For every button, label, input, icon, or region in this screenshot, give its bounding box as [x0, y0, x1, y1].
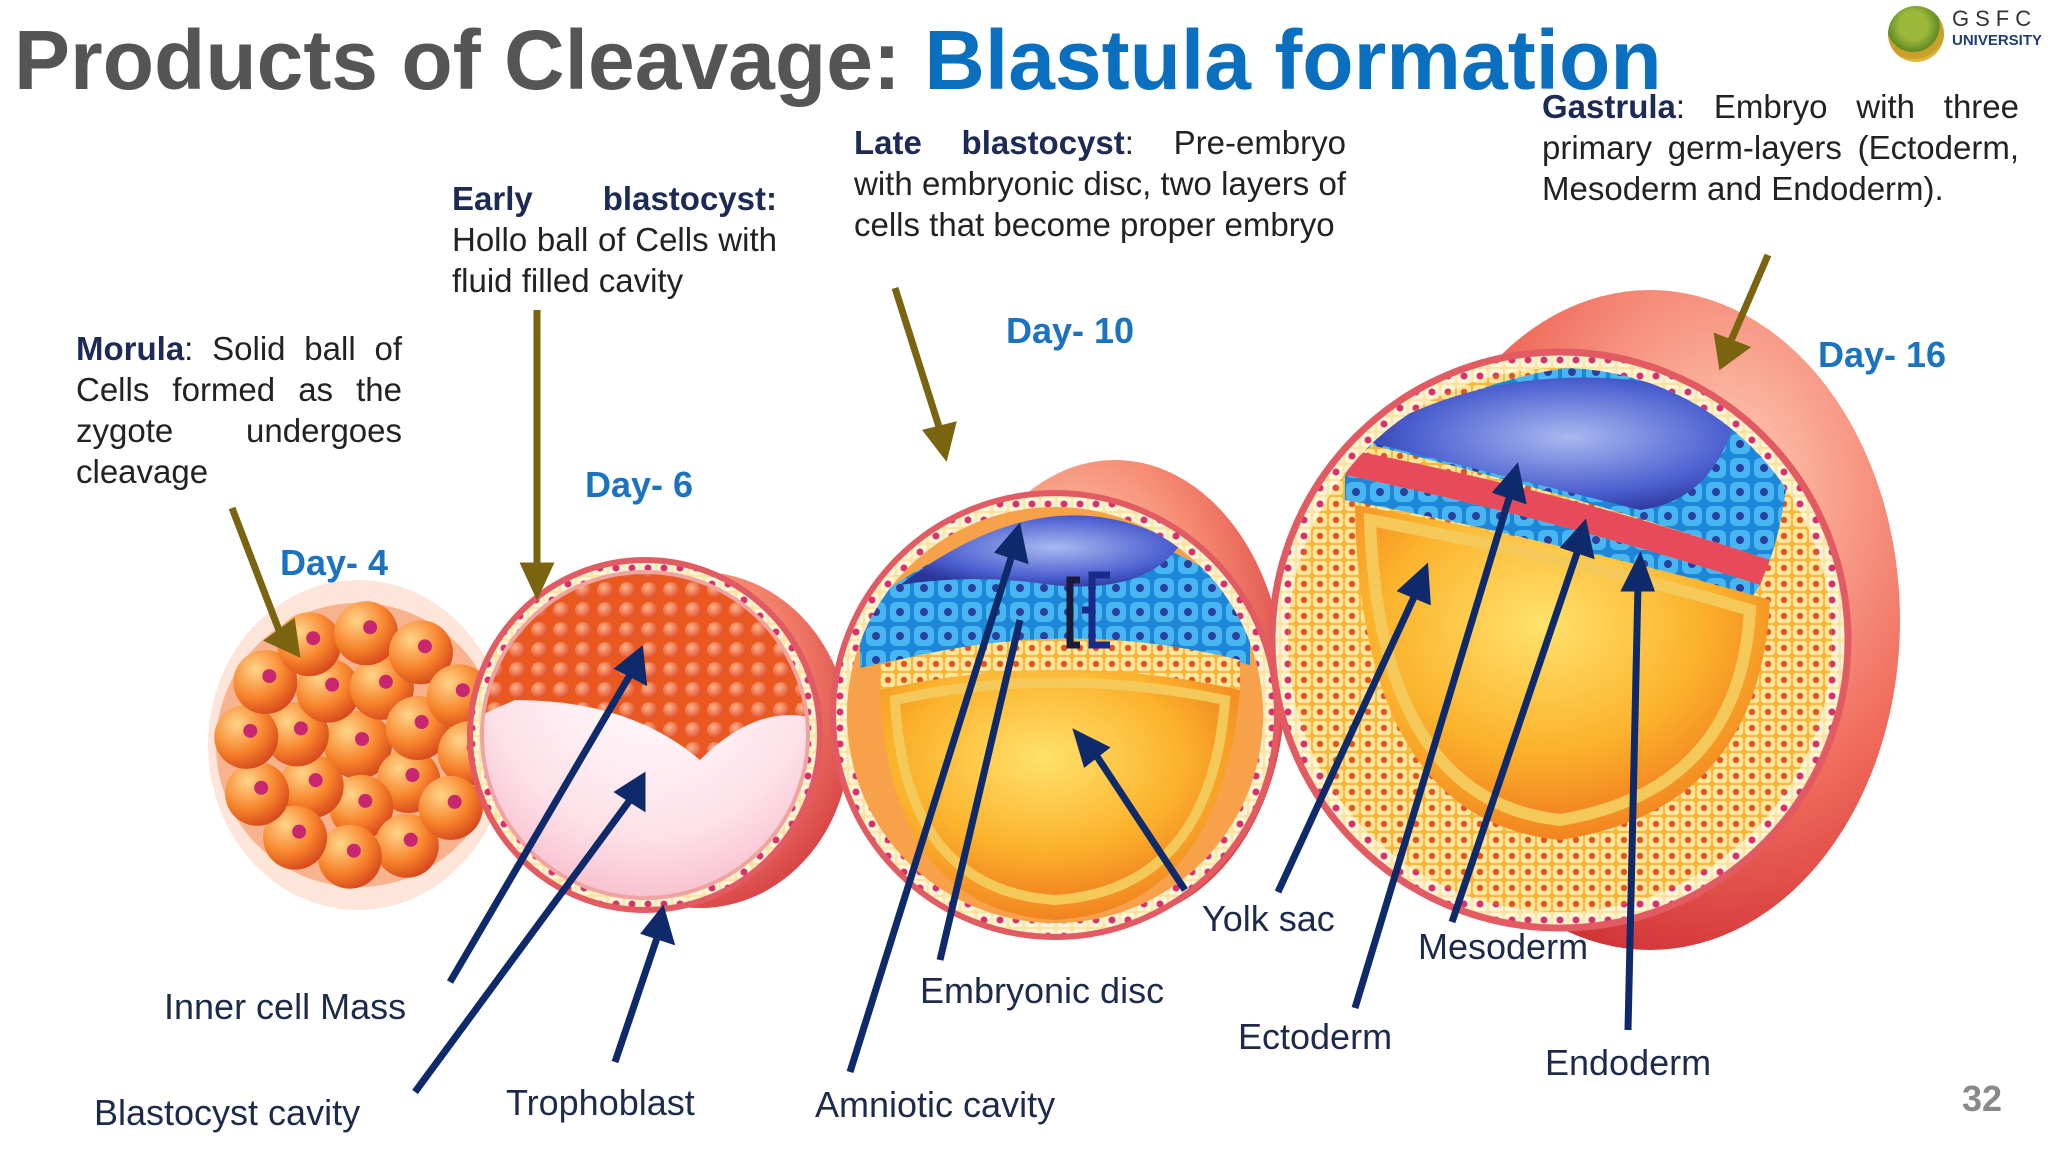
gastrula-description: Gastrula: Embryo with three primary germ… [1542, 86, 2019, 209]
morula-illustration [208, 580, 508, 910]
blastomere [279, 754, 344, 819]
blastomere [388, 620, 453, 685]
title-main: Products of Cleavage: [14, 13, 925, 107]
mesoderm-label: Mesoderm [1418, 926, 1589, 967]
logo-name: GSFC [1952, 6, 2038, 31]
structure-pointers [412, 462, 1655, 1095]
inner-cell-mass-label: Inner cell Mass [164, 986, 407, 1027]
yolk-sac-label: Yolk sac [1202, 898, 1335, 939]
slide-title: Products of Cleavage: Blastula formation [14, 12, 1662, 109]
university-logo: GSFC UNIVERSITY [1882, 2, 2042, 78]
endoderm-label: Endoderm [1545, 1042, 1712, 1083]
logo-subtitle: UNIVERSITY [1952, 32, 2043, 49]
blastomere-nucleus [346, 843, 361, 858]
early-blastocyst-illustration [467, 557, 850, 913]
title-highlight: Blastula formation [924, 13, 1662, 107]
blastomere [263, 805, 328, 870]
blastomere-nucleus [405, 768, 420, 783]
blastomere-nucleus [455, 683, 470, 698]
blastomere [334, 601, 399, 666]
tree-emblem-icon [1888, 6, 1944, 62]
trophoblast-label: Trophoblast [506, 1082, 695, 1123]
early-blastocyst-term: Early blastocyst: [452, 180, 777, 217]
blastomere-nucleus [363, 620, 378, 635]
late-blastocyst-illustration [830, 460, 1285, 940]
blastomere [324, 711, 392, 779]
day-16-label: Day- 16 [1818, 334, 1947, 375]
day-4-label: Day- 4 [280, 542, 389, 583]
amniotic-cavity-label: Amniotic cavity [815, 1084, 1056, 1125]
blastomere-nucleus [243, 723, 258, 738]
blastomere [329, 774, 394, 839]
blastomere-nucleus [378, 674, 393, 689]
blastomere-nucleus [325, 677, 340, 692]
blastomere [214, 704, 279, 769]
gastrula-text: : Embryo with three primary germ-layers … [1542, 88, 2019, 207]
blastomere [418, 775, 483, 840]
blastomere-nucleus [355, 732, 369, 746]
gastrula-term: Gastrula [1542, 88, 1676, 125]
late-blastocyst-text: : Pre-embryo with embryonic disc, two la… [854, 124, 1346, 243]
late-blastocyst-term: Late blastocyst [854, 124, 1125, 161]
blastomere-nucleus [306, 631, 321, 646]
morula-term: Morula [76, 330, 185, 367]
ectoderm-label: Ectoderm [1238, 1016, 1393, 1057]
day-10-label: Day- 10 [1006, 310, 1135, 351]
blastomere [233, 650, 298, 715]
blastomere-nucleus [262, 669, 277, 684]
page-number: 32 [1962, 1078, 2003, 1119]
blastomere-nucleus [414, 715, 429, 730]
blastomere [225, 761, 290, 826]
blastomere-nucleus [403, 832, 418, 847]
blastomere-nucleus [417, 639, 432, 654]
blastomere-nucleus [358, 793, 373, 808]
blastomere-nucleus [308, 773, 323, 788]
blastomere [317, 824, 382, 889]
blastomere-nucleus [254, 780, 269, 795]
blastomere-nucleus [293, 721, 308, 736]
morula-description: Morula: Solid ball of Cells formed as th… [76, 328, 402, 492]
gastrula-illustration [1268, 290, 1900, 950]
blastocyst-cavity-label: Blastocyst cavity [94, 1092, 361, 1133]
blastomere-nucleus [447, 794, 462, 809]
late-blastocyst-description: Late blastocyst: Pre-embryo with embryon… [854, 122, 1346, 245]
morula-text: : Solid ball of Cells formed as the zygo… [76, 330, 402, 490]
blastomere [374, 813, 439, 878]
stage-pointers [228, 253, 1772, 658]
early-blastocyst-description: Early blastocyst: Hollo ball of Cells wi… [452, 178, 777, 301]
day-6-label: Day- 6 [585, 464, 694, 505]
early-blastocyst-text: Hollo ball of Cells with fluid filled ca… [452, 221, 777, 299]
blastomere-nucleus [292, 824, 307, 839]
embryonic-disc-label: Embryonic disc [920, 970, 1165, 1011]
